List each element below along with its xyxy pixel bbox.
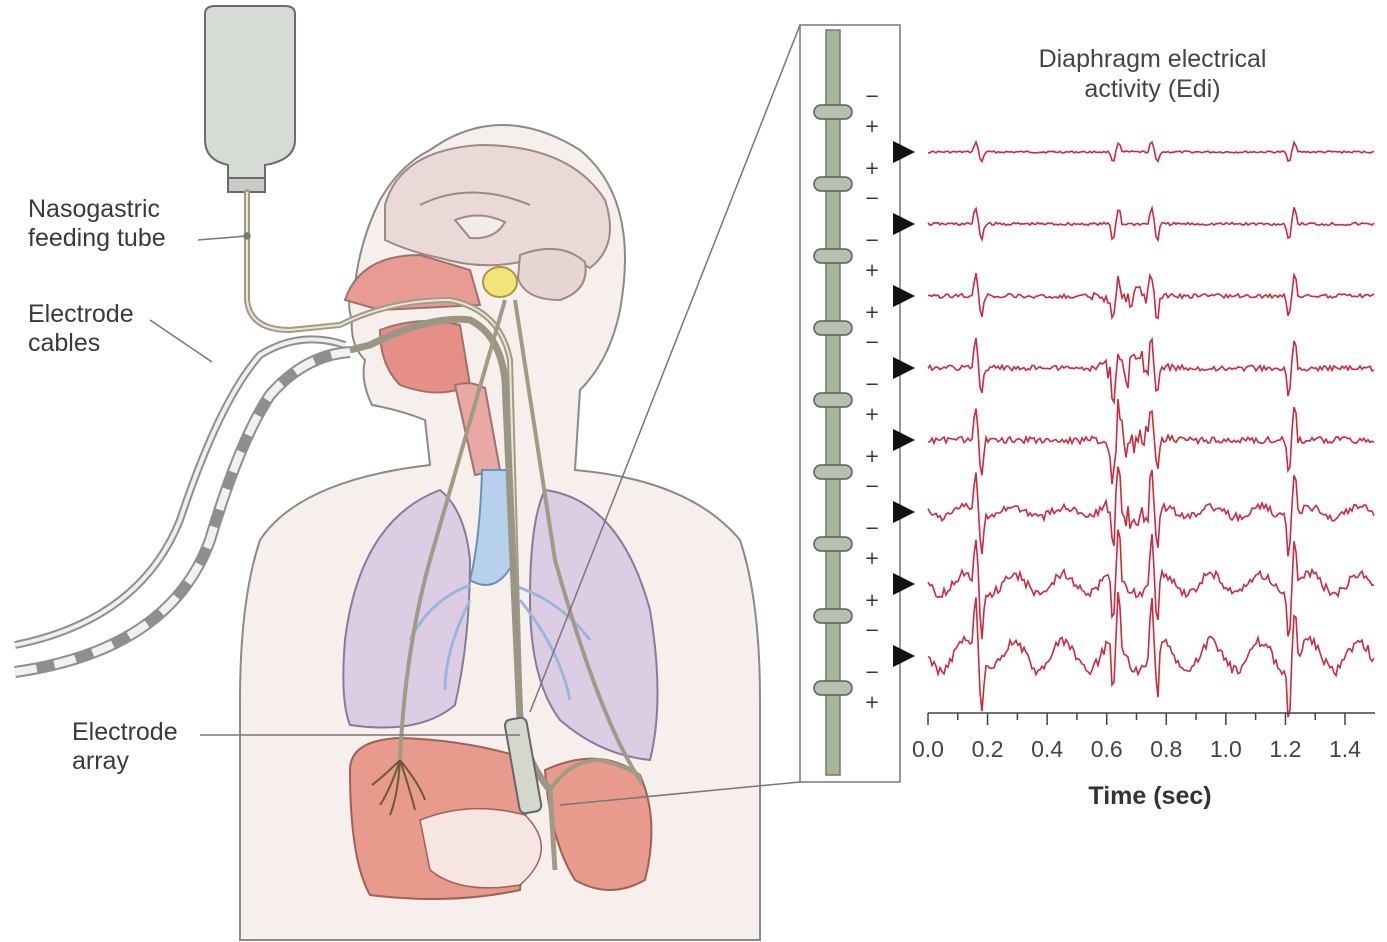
label-electrode-cables: Electrode cables bbox=[28, 300, 134, 358]
electrode-4 bbox=[814, 321, 852, 335]
polarity-sign: + bbox=[864, 692, 880, 713]
polarity-sign: − bbox=[864, 620, 880, 641]
tick-label: 1.4 bbox=[1315, 736, 1375, 763]
edi-trace-7 bbox=[928, 530, 1374, 640]
polarity-sign: + bbox=[864, 548, 880, 569]
time-axis bbox=[928, 713, 1375, 725]
polarity-sign: − bbox=[864, 476, 880, 497]
polarity-sign: − bbox=[864, 188, 880, 209]
electrode-7 bbox=[814, 537, 852, 551]
channel-arrow-icon bbox=[893, 213, 915, 235]
polarity-sign: + bbox=[864, 116, 880, 137]
edi-title: Diaphragm electrical activity (Edi) bbox=[1000, 44, 1305, 104]
channel-arrow-icon bbox=[893, 429, 915, 451]
electrode-1 bbox=[814, 105, 852, 119]
polarity-sign: + bbox=[864, 404, 880, 425]
channel-arrow-icon bbox=[893, 501, 915, 523]
polarity-sign: − bbox=[864, 518, 880, 539]
tick-label: 0.8 bbox=[1136, 736, 1196, 763]
edi-trace-3 bbox=[928, 273, 1374, 318]
electrode-panel bbox=[800, 25, 900, 782]
pituitary bbox=[483, 267, 517, 297]
channel-arrow-icon bbox=[893, 357, 915, 379]
polarity-sign: − bbox=[864, 662, 880, 683]
edi-trace-8 bbox=[928, 592, 1374, 717]
edi-trace-4 bbox=[928, 338, 1374, 403]
electrode-2 bbox=[814, 177, 852, 191]
edi-trace-1 bbox=[928, 142, 1374, 162]
channel-arrow-icon bbox=[893, 645, 915, 667]
label-electrode-array: Electrode array bbox=[72, 718, 178, 776]
tick-label: 0.6 bbox=[1077, 736, 1137, 763]
polarity-sign: − bbox=[864, 86, 880, 107]
channel-arrow-icon bbox=[893, 141, 915, 163]
polarity-sign: + bbox=[864, 590, 880, 611]
tick-label: 0.0 bbox=[898, 736, 958, 763]
channel-arrow-icon bbox=[893, 573, 915, 595]
tick-label: 1.2 bbox=[1255, 736, 1315, 763]
electrode-6 bbox=[814, 465, 852, 479]
electrode-8 bbox=[814, 609, 852, 623]
electrode-5 bbox=[814, 393, 852, 407]
polarity-sign: − bbox=[864, 230, 880, 251]
electrode-9 bbox=[814, 681, 852, 695]
tick-label: 0.4 bbox=[1017, 736, 1077, 763]
polarity-sign: + bbox=[864, 302, 880, 323]
polarity-sign: + bbox=[864, 158, 880, 179]
edi-traces bbox=[928, 142, 1374, 717]
edi-trace-2 bbox=[928, 207, 1374, 240]
electrode-3 bbox=[814, 249, 852, 263]
tick-label: 0.2 bbox=[958, 736, 1018, 763]
channel-arrow-icon bbox=[893, 285, 915, 307]
polarity-sign: + bbox=[864, 446, 880, 467]
x-axis-title: Time (sec) bbox=[1060, 782, 1240, 811]
feeding-bag bbox=[205, 6, 295, 192]
polarity-sign: + bbox=[864, 260, 880, 281]
polarity-sign: − bbox=[864, 374, 880, 395]
tick-label: 1.0 bbox=[1196, 736, 1256, 763]
label-feeding-tube: Nasogastric feeding tube bbox=[28, 195, 166, 253]
polarity-sign: − bbox=[864, 332, 880, 353]
